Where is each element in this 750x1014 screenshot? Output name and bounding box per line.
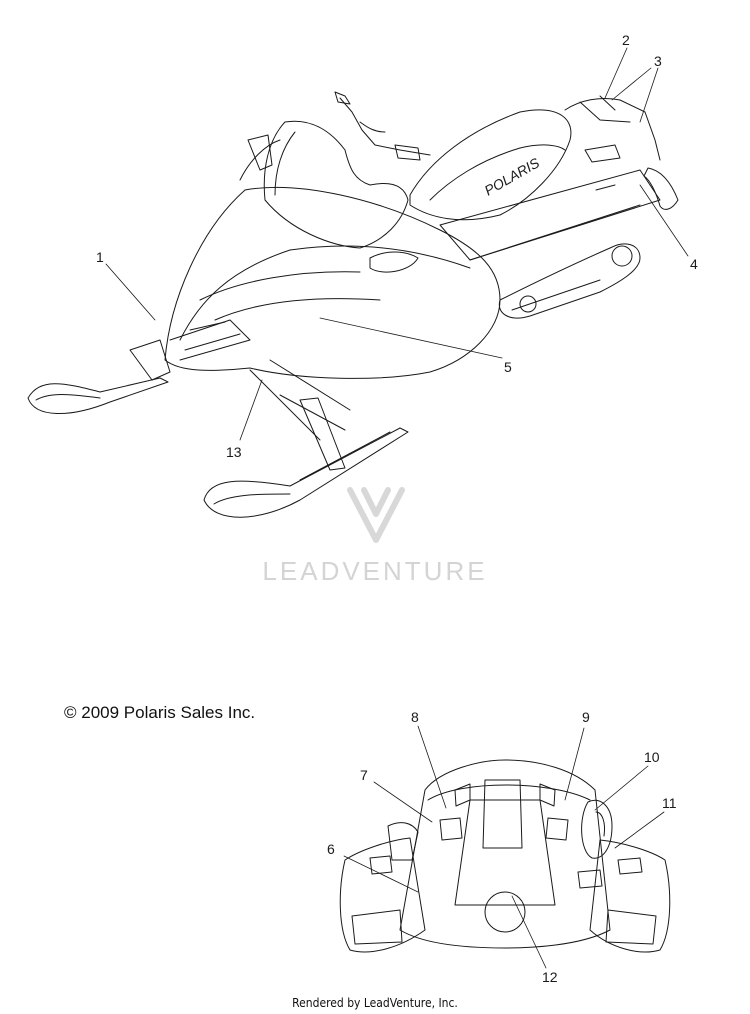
watermark-text: LEADVENTURE (262, 556, 488, 586)
render-credit: Rendered by LeadVenture, Inc. (292, 996, 458, 1010)
seat (409, 109, 572, 221)
callout-12: 12 (542, 969, 558, 985)
callout-4: 4 (690, 256, 698, 272)
callout-8: 8 (411, 709, 419, 725)
callout-1: 1 (96, 249, 104, 265)
right-side-panel (589, 839, 671, 953)
tunnel (439, 169, 661, 261)
rear-rack (564, 97, 661, 161)
callout-13: 13 (226, 444, 242, 460)
snowmobile-side-view: POLARIS (27, 91, 679, 518)
leader-lines (105, 47, 689, 969)
callout-9: 9 (582, 709, 590, 725)
callout-3: 3 (654, 53, 662, 69)
copyright-notice: © 2009 Polaris Sales Inc. (64, 703, 256, 722)
left-ski (27, 377, 169, 414)
callout-2: 2 (622, 32, 630, 48)
watermark-logo (347, 487, 405, 543)
front-body (399, 759, 611, 949)
right-ski (203, 427, 409, 518)
left-side-panel (339, 837, 426, 953)
callout-7: 7 (360, 767, 368, 783)
windshield (263, 120, 409, 249)
snowmobile-front-view (339, 759, 671, 953)
callout-5: 5 (504, 359, 512, 375)
hood (164, 186, 501, 379)
callout-10: 10 (644, 749, 660, 765)
callout-11: 11 (662, 795, 677, 811)
track (498, 243, 641, 319)
callout-6: 6 (327, 841, 335, 857)
